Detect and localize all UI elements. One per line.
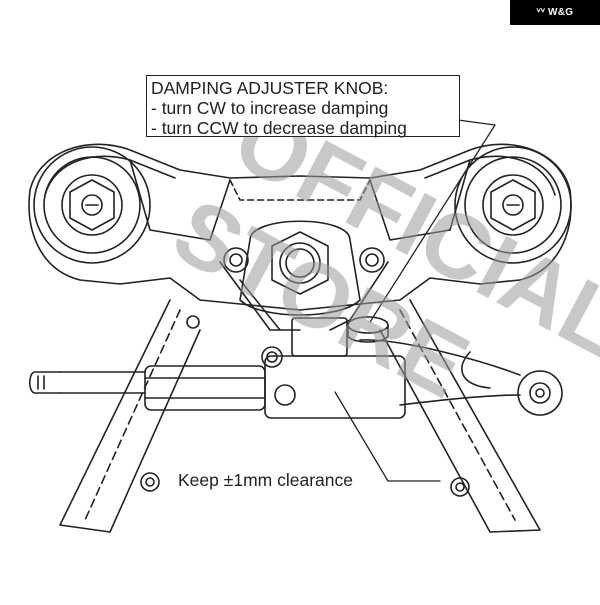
callout-line-cw: - turn CW to increase damping [151,98,389,118]
wings-logo-icon: ⱽⱽ [536,7,545,17]
right-fork-clamp [454,146,572,264]
clearance-note: Keep ±1mm clearance [176,470,355,491]
brand-badge: ⱽⱽ W&G [510,0,600,25]
callout-line-ccw: - turn CCW to decrease damping [151,118,407,138]
mounting-bracket [219,261,389,331]
callout-title: DAMPING ADJUSTER KNOB: [151,78,389,98]
brand-name: W&G [548,7,574,18]
left-fork-clamp [33,146,151,264]
leader-lines [334,119,496,482]
steering-stem-nut [239,220,361,316]
fork-legs [59,299,541,533]
triple-clamp [28,143,572,311]
steering-damper [28,316,563,419]
damping-adjuster-callout: DAMPING ADJUSTER KNOB: - turn CW to incr… [146,75,460,138]
